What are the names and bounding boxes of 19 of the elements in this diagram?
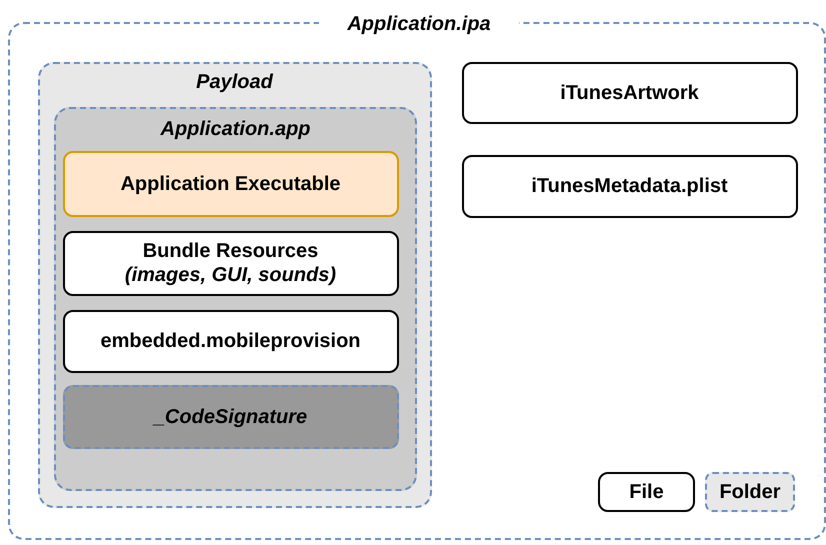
file-name: iTunesMetadata.plist xyxy=(531,174,728,198)
legend-text: File xyxy=(629,480,664,504)
file-name: iTunesArtwork xyxy=(560,80,699,104)
folder-box xyxy=(38,62,432,508)
legend-text: Folder xyxy=(719,480,781,504)
file-box xyxy=(462,154,798,218)
folder-title: Payload xyxy=(195,70,274,94)
file-name: embedded.mobileprovision xyxy=(100,329,361,353)
file-note: (images, GUI, sounds) xyxy=(124,263,336,287)
file-box xyxy=(462,62,798,124)
file-name: _CodeSignature xyxy=(154,404,308,428)
folder-box xyxy=(54,107,417,491)
file-box xyxy=(62,150,398,216)
file-name: Application Executable xyxy=(120,172,341,196)
folder-title: Application.app xyxy=(159,117,312,141)
file-box xyxy=(62,384,398,448)
file-name: Bundle Resources xyxy=(142,239,318,263)
file-box xyxy=(62,230,398,296)
file-box xyxy=(62,310,398,372)
